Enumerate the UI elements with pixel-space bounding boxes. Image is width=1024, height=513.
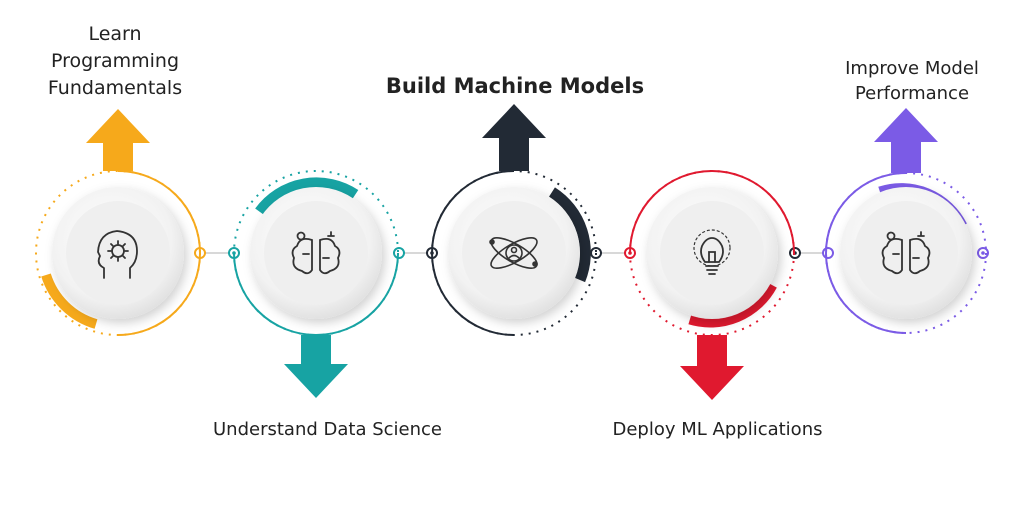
step-1-label: Learn Programming Fundamentals [20,21,210,102]
atom-user-icon [489,237,538,269]
step-1-arrow-up-icon [86,109,150,171]
step-4-label-line: Deploy ML Applications [612,419,823,440]
step-4-node [629,169,795,336]
step-1-label-line: Fundamentals [47,77,183,99]
step-3-label-line: Build Machine Models [385,74,645,98]
step-4-arrow-down-icon [680,335,744,400]
step-2-node [233,170,399,337]
brain-circuit-icon [291,231,341,275]
step-5-label-line: Improve Model [845,58,979,79]
arrows [86,104,938,400]
step-5-label-line: Performance [854,83,970,104]
step-2-label-line: Understand Data Science [213,419,442,440]
step-5-label: Improve Model Performance [812,56,1012,106]
step-1-label-line: Programming [50,50,180,72]
step-5-arrow-up-icon [874,108,938,173]
step-3-node [430,170,597,336]
connectors [194,247,989,259]
step-5-node [824,172,987,334]
lightbulb-icon [693,229,731,275]
head-gear-icon [97,230,138,279]
connector-end [977,247,989,259]
step-3-label: Build Machine Models [370,73,660,100]
connector-1-2 [194,247,240,259]
step-2-arrow-down-icon [284,335,348,398]
step-4-label: Deploy ML Applications [585,416,850,443]
connector-2-3 [393,247,438,259]
step-1-label-line: Learn [88,23,142,45]
brain-circuit-icon [881,231,931,275]
step-2-label: Understand Data Science [185,416,470,443]
connector-3-4 [590,247,636,259]
step-3-arrow-up-icon [482,104,546,171]
step-1-node [35,170,202,336]
